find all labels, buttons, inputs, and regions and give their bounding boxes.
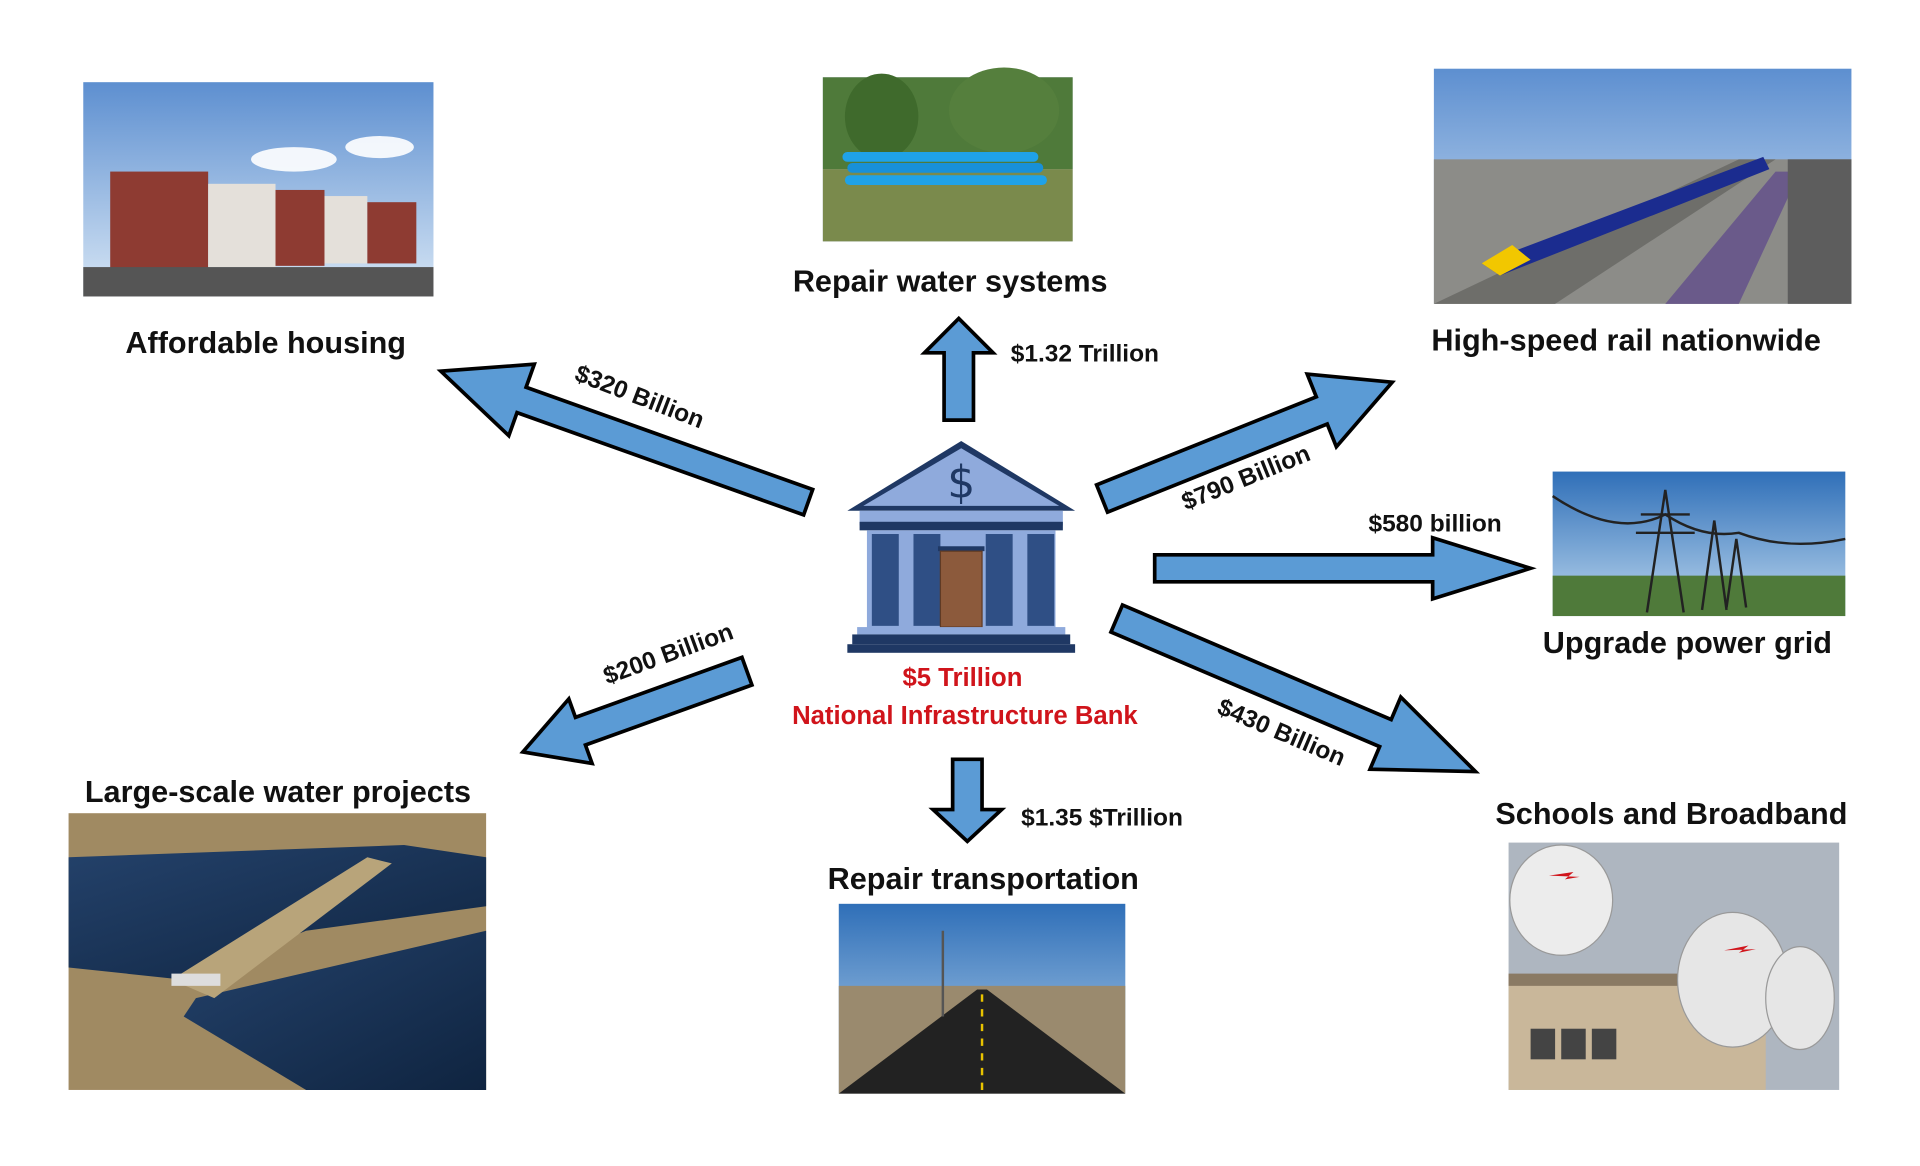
label-repair-water-systems: Repair water systems: [793, 265, 1108, 299]
label-schools-broadband: Schools and Broadband: [1495, 797, 1847, 831]
arrow-to-affordable-housing: [436, 362, 816, 518]
amount-repair-water-systems: $1.32 Trillion: [1011, 340, 1159, 367]
label-upgrade-power-grid: Upgrade power grid: [1543, 626, 1832, 660]
bank-amount: $5 Trillion: [902, 664, 1022, 692]
amount-power-grid: $580 billion: [1368, 511, 1501, 538]
label-repair-transportation: Repair transportation: [828, 862, 1139, 896]
dam-and-reservoir-photo: [68, 813, 487, 1090]
label-affordable-housing: Affordable housing: [125, 326, 406, 360]
label-large-scale-water: Large-scale water projects: [85, 775, 471, 809]
label-high-speed-rail: High-speed rail nationwide: [1431, 323, 1820, 357]
bank-name: National Infrastructure Bank: [792, 702, 1138, 730]
power-transmission-towers-photo: [1551, 471, 1846, 617]
arrow-to-large-scale-water: [519, 654, 755, 766]
arrow-to-high-speed-rail: [1094, 371, 1396, 515]
amount-repair-transportation: $1.35 $Trillion: [1021, 804, 1183, 831]
arrow-to-schools-broadband: [1108, 602, 1481, 774]
desert-highway-photo: [838, 903, 1126, 1094]
arrow-to-transportation: [928, 757, 1007, 844]
arrow-to-water-systems: [920, 315, 998, 422]
apartment-buildings-photo: [83, 82, 434, 297]
blue-water-pipes-photo: [822, 67, 1073, 242]
bank-building-icon: $: [847, 440, 1076, 653]
satellite-dishes-on-building-photo: [1508, 842, 1840, 1090]
high-speed-train-photo: [1433, 68, 1852, 304]
arrow-to-power-grid: [1152, 535, 1537, 602]
dollar-sign-icon: $: [947, 457, 975, 508]
